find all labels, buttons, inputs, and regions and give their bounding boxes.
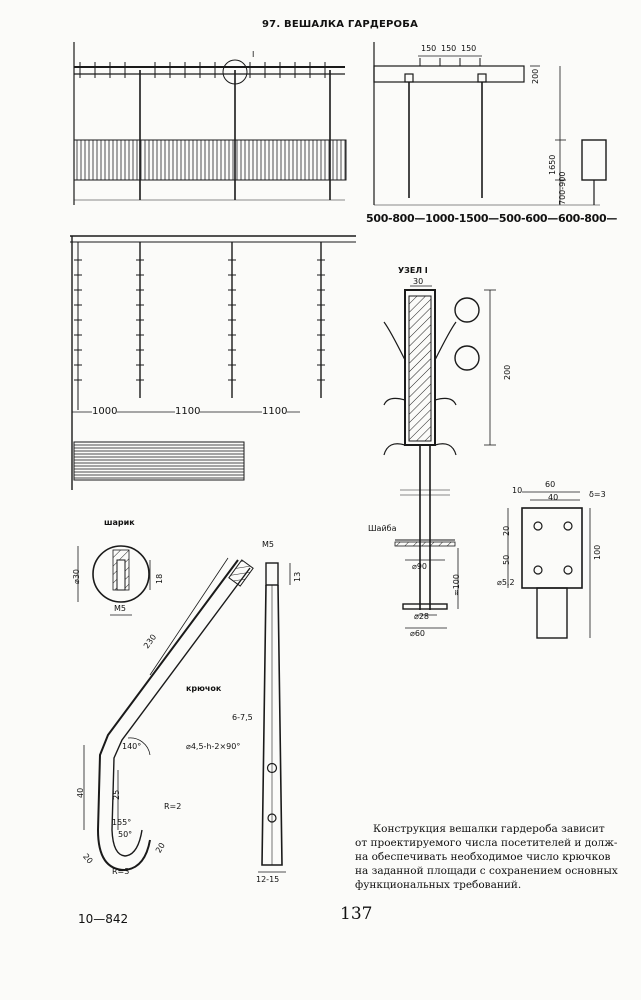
hook-r3: R=3 <box>112 867 130 876</box>
description-line: функциональных требований. <box>355 879 522 891</box>
plate-d60: 60 <box>545 480 556 489</box>
top-dim-3: 150 <box>461 44 477 53</box>
hook-angle2: 155° <box>112 818 132 827</box>
plan-view <box>70 235 356 490</box>
node-height: 200 <box>503 364 512 380</box>
description-text: Конструкция вешалки гардероба зависит от… <box>355 822 625 892</box>
plate-thickness: δ=3 <box>589 490 606 499</box>
ball-drawing <box>77 545 151 616</box>
plan-spacing-2: 1100 <box>175 406 201 417</box>
plate-d50: 50 <box>502 554 511 565</box>
hook-d40: 40 <box>76 787 85 798</box>
hook-label: крючок <box>186 684 222 693</box>
side-base: 12-15 <box>256 875 280 884</box>
side-d13: 13 <box>293 571 302 582</box>
plate-d20: 20 <box>502 525 511 536</box>
node-label: УЗЕЛ I <box>398 266 428 275</box>
front-elevation <box>73 42 347 205</box>
side-d67: 6-7,5 <box>232 713 253 722</box>
plate-d100: 100 <box>593 544 602 560</box>
description-line: Конструкция вешалки гардероба зависит <box>373 823 605 835</box>
dim-row: 500-800—1000-1500—500-600—600-800— <box>366 212 618 225</box>
hook-r2: R=2 <box>164 802 182 811</box>
washer-label: Шайба <box>368 524 397 533</box>
ball-thread: M5 <box>114 604 126 613</box>
shelf-height: 700-900 <box>558 171 567 205</box>
hook-angle3: 50° <box>118 830 133 839</box>
hook-drawing <box>83 557 254 872</box>
total-height: 1650 <box>548 154 557 175</box>
detail-marker: I <box>252 50 255 59</box>
node-d90: ⌀90 <box>412 562 427 571</box>
side-thread: M5 <box>262 540 274 549</box>
top-dim-2: 150 <box>441 44 457 53</box>
plate-d10: 10 <box>512 486 523 495</box>
plan-spacing-3: 1100 <box>262 406 288 417</box>
page-number: 137 <box>340 904 373 924</box>
node-width: 30 <box>413 277 424 286</box>
plate-hole: ⌀5,2 <box>497 578 515 587</box>
catalog-code: 10—842 <box>78 912 129 926</box>
plate-d40: 40 <box>548 493 559 502</box>
page-title: 97. ВЕШАЛКА ГАРДЕРОБА <box>262 19 419 30</box>
node-h100: ≈100 <box>452 574 461 596</box>
hook-angle1: 140° <box>122 742 142 751</box>
ball-diameter: ⌀30 <box>72 569 81 584</box>
ball-label: шарик <box>104 518 135 527</box>
ball-depth: 18 <box>155 573 164 584</box>
plan-spacing-1: 1000 <box>92 406 118 417</box>
rail-height: 200 <box>531 68 540 84</box>
node-detail-drawing <box>383 285 496 629</box>
hook-d25: 25 <box>112 789 121 800</box>
side-elevation <box>373 42 607 206</box>
side-hole: ⌀4,5-h-2×90° <box>186 742 241 751</box>
description-line: от проектируемого числа посетителей и до… <box>355 837 618 849</box>
hook-side-drawing <box>258 562 291 873</box>
node-d28: ⌀28 <box>414 612 429 621</box>
description-line: на обеспечивать необходимое число крючко… <box>355 851 611 863</box>
description-line: на заданной площади с сохранением основн… <box>355 865 618 877</box>
top-dim-1: 150 <box>421 44 437 53</box>
node-d60: ⌀60 <box>410 629 425 638</box>
plate-detail-drawing <box>507 491 591 639</box>
